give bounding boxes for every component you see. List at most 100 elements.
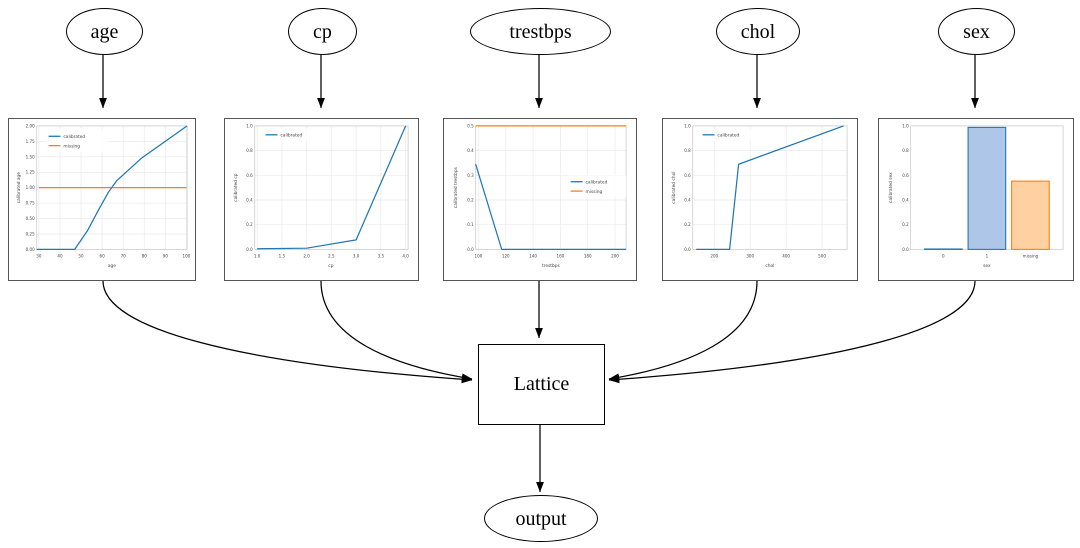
svg-text:missing: missing [63,143,80,149]
node-age[interactable]: age [66,8,143,55]
svg-text:100: 100 [475,253,483,258]
node-cp[interactable]: cp [288,8,357,55]
svg-text:1.0: 1.0 [246,123,253,128]
svg-text:0.8: 0.8 [246,148,253,153]
x-axis-label: chol [765,263,774,269]
svg-text:500: 500 [818,253,826,258]
node-age-label: age [90,20,119,43]
svg-text:0.0: 0.0 [467,247,474,252]
svg-text:60: 60 [100,253,106,258]
edge-age-plot-to-lattice [102,280,473,384]
svg-text:40: 40 [57,253,63,258]
calibration-plot-sex[interactable]: 0.0 0.2 0.4 0.6 0.8 1.0 0 1 missing sex … [878,118,1074,281]
svg-text:100: 100 [183,253,191,258]
svg-text:calibrated: calibrated [586,179,608,185]
svg-text:1.0: 1.0 [684,123,691,128]
svg-text:2.00: 2.00 [26,123,35,128]
svg-text:0.50: 0.50 [26,216,35,221]
svg-text:0.25: 0.25 [26,231,35,236]
bar-missing [1011,180,1050,250]
svg-text:140: 140 [529,253,537,258]
svg-text:0.6: 0.6 [246,173,253,178]
svg-text:30: 30 [36,253,42,258]
svg-text:0.00: 0.00 [26,247,35,252]
svg-text:180: 180 [584,253,592,258]
svg-text:0.8: 0.8 [902,148,909,153]
node-chol-label: chol [740,20,776,43]
svg-text:50: 50 [78,253,84,258]
y-axis-label: calibrated sex [888,172,894,203]
svg-text:0.6: 0.6 [684,173,691,178]
svg-text:0.2: 0.2 [902,222,909,227]
y-axis-label: calibrated cp [233,173,239,202]
node-lattice[interactable]: Lattice [478,344,605,425]
node-trestbps[interactable]: trestbps [470,8,611,55]
svg-text:0.3: 0.3 [467,173,474,178]
legend: calibrated missing [568,175,627,198]
x-axis-label: sex [983,264,991,269]
svg-text:3.5: 3.5 [378,253,385,258]
node-cp-label: cp [313,20,332,43]
svg-text:0.8: 0.8 [684,148,691,153]
svg-text:1.00: 1.00 [26,185,35,190]
node-trestbps-label: trestbps [509,20,572,43]
svg-text:0.0: 0.0 [246,247,253,252]
svg-text:4.0: 4.0 [402,253,409,258]
svg-text:80: 80 [142,253,148,258]
svg-text:1.0: 1.0 [254,253,261,258]
svg-text:0.2: 0.2 [467,197,474,202]
x-axis-label: age [108,264,116,269]
node-sex[interactable]: sex [938,8,1015,55]
bar-1 [967,126,1007,250]
node-output-label: output [515,507,567,530]
series-calibrated [36,125,188,250]
svg-text:160: 160 [557,253,565,258]
svg-text:1.5: 1.5 [279,253,286,258]
legend: calibrated [699,128,761,141]
svg-text:0.4: 0.4 [684,197,691,202]
svg-text:3.0: 3.0 [353,253,360,258]
svg-text:1.50: 1.50 [26,154,35,159]
svg-text:400: 400 [782,253,790,258]
node-sex-label: sex [963,20,990,43]
svg-text:0.4: 0.4 [467,148,474,153]
edge-sex-plot-to-lattice [608,280,976,384]
edge-cp-plot-to-lattice [320,280,473,382]
legend: calibrated missing [45,129,107,152]
svg-text:0.5: 0.5 [467,123,474,128]
svg-text:2.0: 2.0 [303,253,310,258]
svg-text:missing: missing [586,189,603,195]
node-chol[interactable]: chol [716,8,800,55]
node-lattice-label: Lattice [513,373,570,395]
legend: calibrated [262,128,324,141]
y-axis-label: calibrated age [16,172,22,203]
svg-text:calibrated: calibrated [63,134,85,140]
svg-text:calibrated: calibrated [717,132,739,138]
node-output[interactable]: output [484,495,598,542]
svg-text:120: 120 [502,253,510,258]
svg-text:2.5: 2.5 [328,253,335,258]
svg-text:0.75: 0.75 [26,201,35,206]
calibration-plot-trestbps[interactable]: calibrated missing 0.0 0.1 0.2 0.3 0.4 0… [443,118,637,281]
series-calibrated [475,164,627,250]
calibration-plot-cp[interactable]: calibrated 0.0 0.2 0.4 0.6 0.8 1.0 1.0 1… [224,118,419,281]
svg-text:200: 200 [611,253,619,258]
svg-text:0.2: 0.2 [246,222,253,227]
y-axis-label: calibrated trestbps [453,166,459,208]
svg-text:0.1: 0.1 [467,222,474,227]
svg-text:200: 200 [710,253,718,258]
svg-text:0.6: 0.6 [902,173,909,178]
x-axis-label: cp [328,264,333,269]
svg-text:1.25: 1.25 [26,170,35,175]
y-axis-label: calibrated chol [671,172,677,204]
svg-text:1: 1 [986,253,989,258]
svg-text:calibrated: calibrated [280,132,302,138]
svg-text:1.75: 1.75 [26,139,35,144]
calibration-plot-age[interactable]: calibrated missing 0.00 0.25 0.50 0.75 1… [8,118,196,281]
svg-text:0.4: 0.4 [246,197,253,202]
edge-chol-plot-to-lattice [608,280,758,382]
svg-text:0.0: 0.0 [684,247,691,252]
svg-text:70: 70 [121,253,127,258]
calibration-plot-chol[interactable]: calibrated 0.0 0.2 0.4 0.6 0.8 1.0 200 3… [662,118,858,281]
